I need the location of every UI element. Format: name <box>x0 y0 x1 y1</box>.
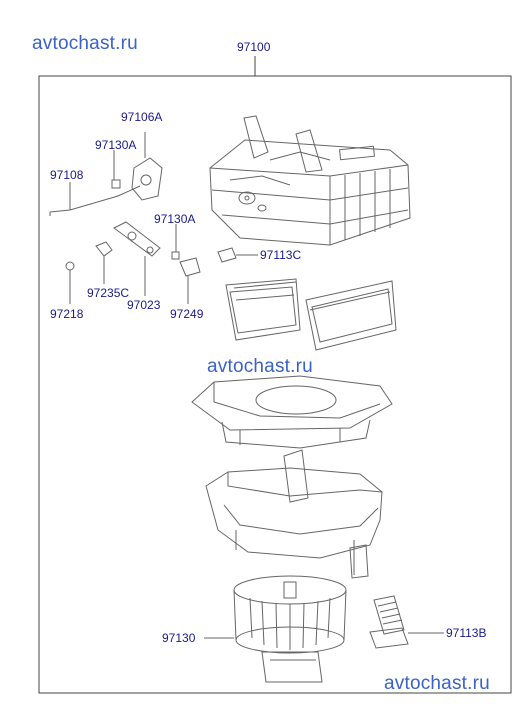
label-97100: 97100 <box>237 40 271 54</box>
label-97113C: 97113C <box>260 248 302 262</box>
blower-case <box>206 450 382 578</box>
label-97235C: 97235C <box>87 286 130 300</box>
label-97106A: 97106A <box>121 110 163 124</box>
label-97130: 97130 <box>162 631 196 645</box>
blower-resistor <box>370 596 408 648</box>
watermark-bottom-right: avtochast.ru <box>384 673 490 694</box>
upper-housing <box>210 116 410 245</box>
label-97108: 97108 <box>50 168 84 182</box>
label-97113B: 97113B <box>446 626 487 640</box>
air-filter-right <box>306 281 396 350</box>
label-97023: 97023 <box>127 298 161 312</box>
blower-motor <box>234 576 346 682</box>
watermark-middle: avtochast.ru <box>207 356 313 377</box>
small-parts <box>50 132 444 638</box>
watermark-top-left: avtochast.ru <box>32 33 138 54</box>
label-97249: 97249 <box>170 307 204 321</box>
air-filter-left <box>226 279 300 340</box>
lower-housing-plate <box>192 376 392 448</box>
label-97130A-top: 97130A <box>95 138 137 152</box>
label-97218: 97218 <box>50 307 84 321</box>
label-97130A-mid: 97130A <box>154 212 196 226</box>
diagram-frame <box>39 76 511 693</box>
